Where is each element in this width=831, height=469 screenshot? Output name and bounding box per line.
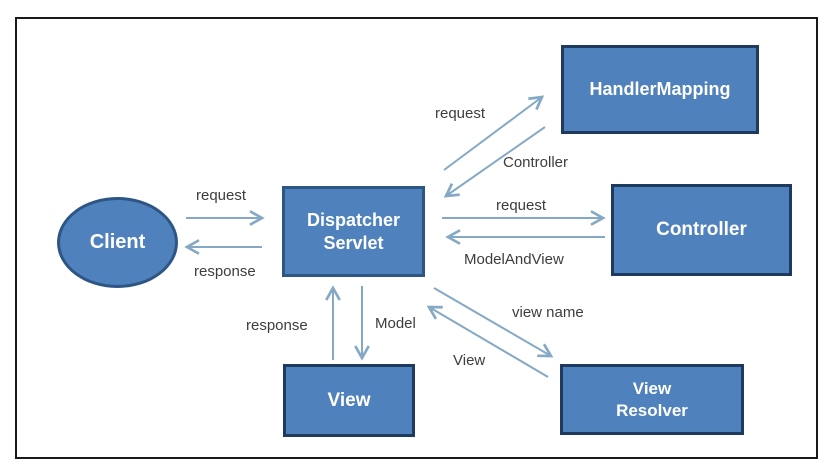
edge-label-controller-request: request — [496, 197, 547, 214]
node-controller: Controller — [611, 184, 792, 276]
edge-label-client-request: request — [196, 187, 247, 204]
edge-label-handler-controller: Controller — [503, 154, 569, 171]
edge-label-modelandview: ModelAndView — [464, 251, 564, 268]
edge-label-handler-request: request — [435, 105, 486, 122]
edge-label-view-response: response — [246, 317, 308, 334]
node-view-resolver: View Resolver — [560, 364, 744, 435]
edge-label-view-name: view name — [512, 304, 584, 321]
node-handler-mapping-label: HandlerMapping — [589, 79, 731, 100]
node-view-resolver-label-line2: Resolver — [616, 400, 688, 420]
node-client: Client — [57, 197, 178, 288]
node-view: View — [283, 364, 415, 437]
node-client-label: Client — [89, 231, 146, 253]
node-dispatcher-label-line2: Servlet — [323, 232, 384, 253]
node-dispatcher-label-line1: Dispatcher — [306, 210, 401, 230]
node-view-label: View — [327, 389, 371, 411]
edge-label-view: View — [453, 352, 486, 369]
node-handler-mapping: HandlerMapping — [561, 45, 759, 134]
node-dispatcher-servlet: Dispatcher Servlet — [282, 186, 425, 277]
node-controller-label: Controller — [656, 219, 747, 241]
node-view-resolver-label-line1: View — [632, 379, 672, 399]
edge-label-client-response: response — [194, 263, 256, 280]
edge-label-model: Model — [375, 315, 416, 332]
